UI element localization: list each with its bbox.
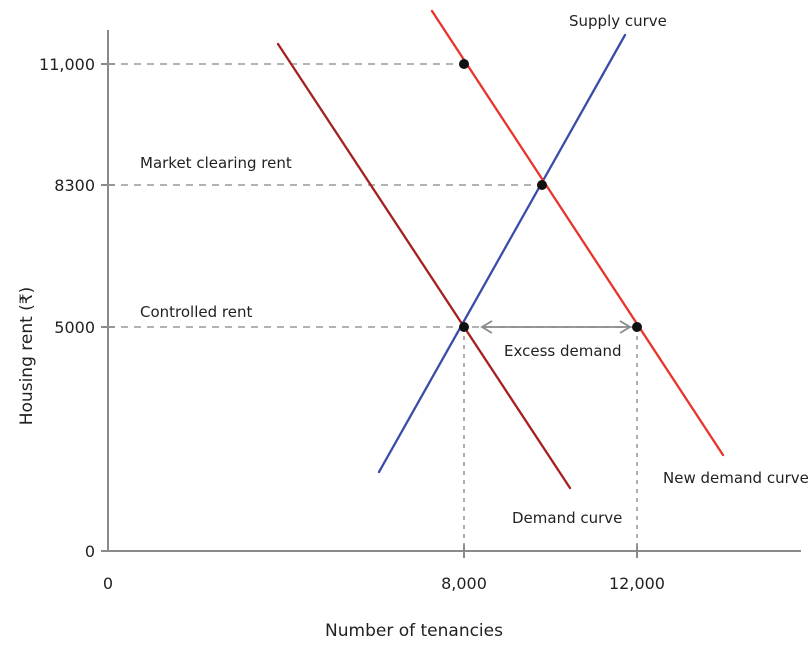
new-demand-curve xyxy=(430,9,725,457)
y-tick-label-0: 0 xyxy=(85,542,95,561)
y-axis-title: Housing rent (₹) xyxy=(17,287,37,426)
excess-demand-label: Excess demand xyxy=(504,342,622,360)
x-axis-title: Number of tenancies xyxy=(325,621,503,641)
point-controlled-rent-supply xyxy=(459,322,469,332)
supply-curve-label: Supply curve xyxy=(569,12,667,30)
point-controlled-rent-new-demand xyxy=(632,322,642,332)
y-tick-label-11000: 11,000 xyxy=(39,55,95,74)
y-tick-label-8300: 8300 xyxy=(54,176,95,195)
new-demand-curve-label: New demand curve xyxy=(663,469,809,487)
y-tick-label-5000: 5000 xyxy=(54,318,95,337)
point-new-demand-at-11000 xyxy=(459,59,469,69)
excess-demand-arrow-head-left xyxy=(480,320,493,334)
market-clearing-rent-label: Market clearing rent xyxy=(140,154,292,172)
demand-curve xyxy=(276,42,572,490)
supply-curve xyxy=(377,33,627,474)
controlled-rent-label: Controlled rent xyxy=(140,303,252,321)
x-tick-label-0: 0 xyxy=(103,574,113,593)
excess-demand-arrow-head-right xyxy=(619,320,632,334)
x-tick-label-8000: 8,000 xyxy=(441,574,487,593)
demand-curve-label: Demand curve xyxy=(512,509,622,527)
point-market-clearing-equilibrium xyxy=(537,180,547,190)
x-tick-label-12000: 12,000 xyxy=(609,574,665,593)
